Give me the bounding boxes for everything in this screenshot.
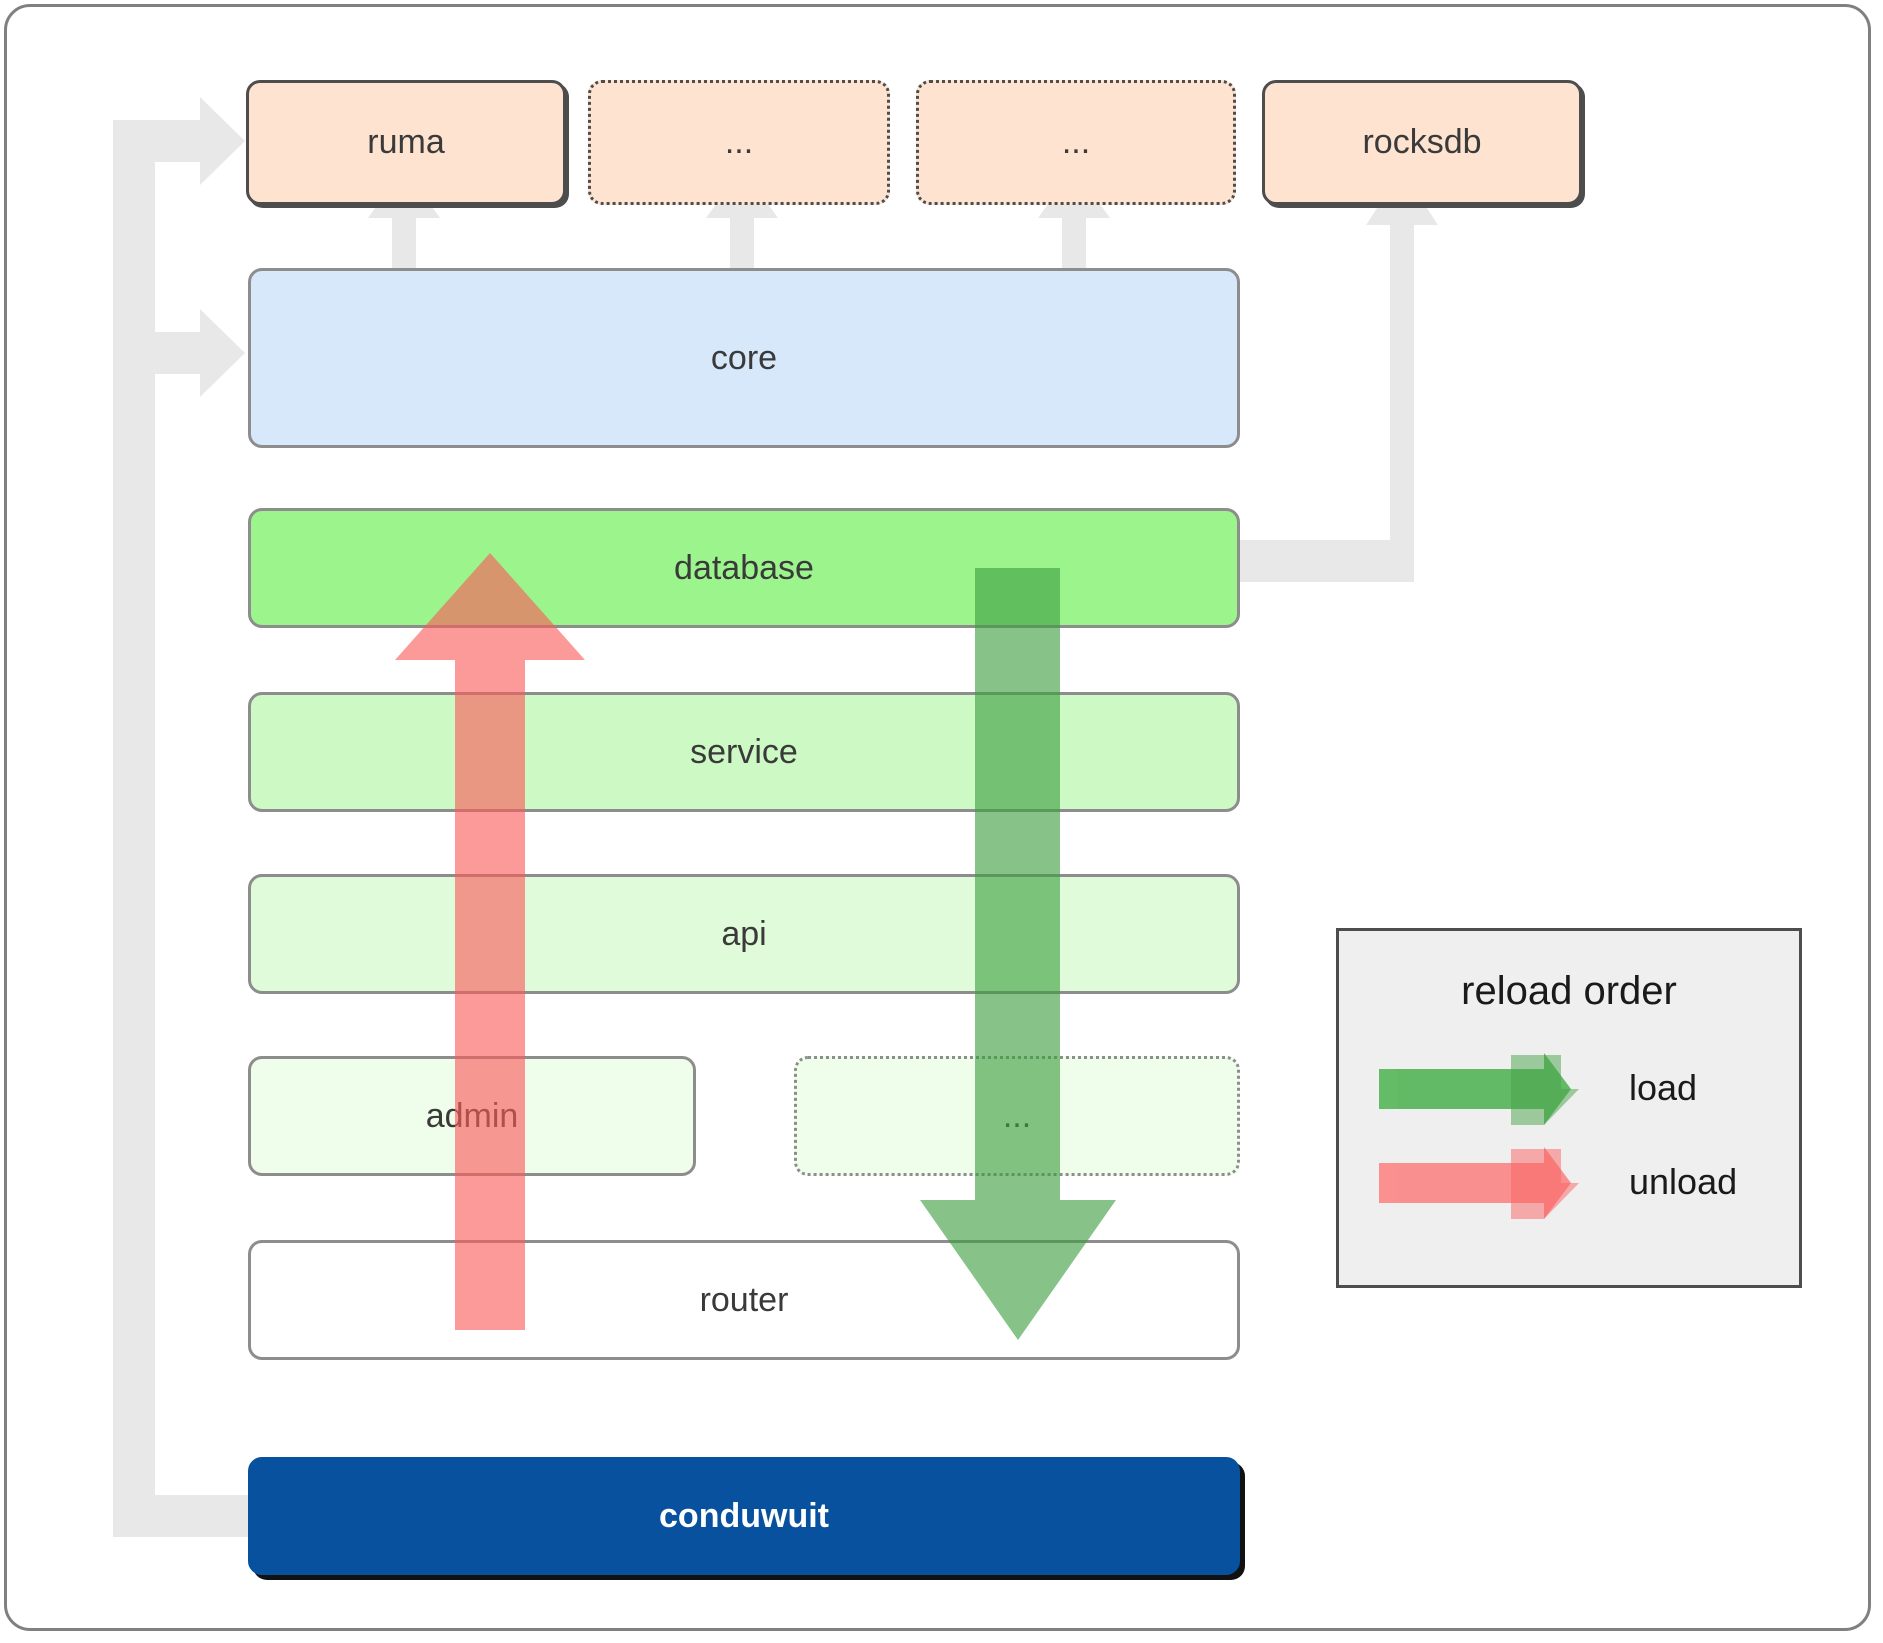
external-node-rocksdb-label: rocksdb	[1362, 123, 1482, 161]
layer-database[interactable]: database	[248, 508, 1240, 628]
layer-admin-label: admin	[425, 1096, 519, 1135]
external-node-rocksdb[interactable]: rocksdb	[1262, 80, 1582, 205]
legend-panel: reload order load unload	[1336, 928, 1802, 1288]
layer-database-label: database	[674, 548, 814, 587]
external-node-ellipsis-1-label: ...	[724, 123, 754, 161]
legend-label-unload: unload	[1629, 1161, 1738, 1202]
layer-core-label: core	[710, 338, 778, 377]
legend-label-load: load	[1629, 1067, 1698, 1108]
legend-arrows	[1379, 1053, 1579, 1219]
legend-title: reload order	[1461, 969, 1677, 1013]
layer-core[interactable]: core	[248, 268, 1240, 448]
external-node-ruma[interactable]: ruma	[246, 80, 566, 205]
layer-api-label: api	[721, 914, 767, 953]
external-node-ellipsis-1[interactable]: ...	[588, 80, 890, 205]
external-node-ruma-label: ruma	[367, 123, 445, 161]
layer-admin[interactable]: admin	[248, 1056, 696, 1176]
diagram-frame	[4, 4, 1871, 1631]
external-node-ellipsis-2[interactable]: ...	[916, 80, 1236, 205]
external-node-ellipsis-2-label: ...	[1061, 123, 1091, 161]
layer-router-label: router	[699, 1280, 789, 1319]
layer-service-label: service	[690, 732, 798, 771]
legend-load-arrow	[1379, 1053, 1579, 1125]
layer-ellipsis[interactable]: ...	[794, 1056, 1240, 1176]
layer-router[interactable]: router	[248, 1240, 1240, 1360]
legend-unload-arrow	[1379, 1147, 1579, 1219]
layer-ellipsis-label: ...	[1002, 1096, 1032, 1135]
layer-api[interactable]: api	[248, 874, 1240, 994]
binary-conduwuit-label: conduwuit	[659, 1496, 829, 1535]
layer-service[interactable]: service	[248, 692, 1240, 812]
binary-conduwuit[interactable]: conduwuit	[248, 1457, 1240, 1575]
